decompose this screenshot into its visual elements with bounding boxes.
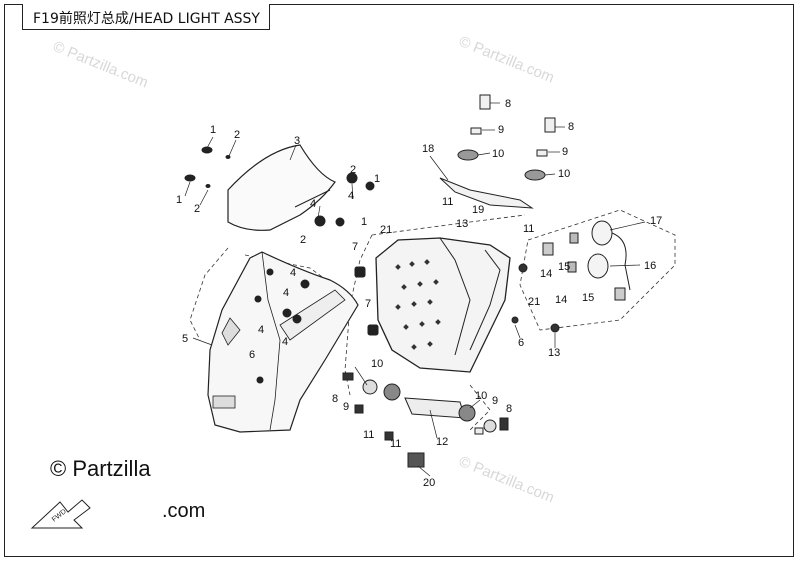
callout-14b: 14: [555, 294, 567, 306]
callout-13a: 13: [456, 218, 468, 230]
callout-1d: 1: [361, 216, 367, 228]
outline-left: [189, 247, 229, 341]
callout-4a: 4: [348, 190, 354, 202]
callout-10a: 10: [492, 148, 504, 160]
callout-21a: 21: [380, 224, 392, 236]
callout-17: 17: [650, 215, 662, 227]
callout-7b: 7: [365, 298, 371, 310]
outline-bracket: [469, 384, 491, 431]
callout-9d: 9: [492, 395, 498, 407]
callout-1c: 1: [374, 173, 380, 185]
callout-4f: 4: [282, 336, 288, 348]
diagram-frame: [4, 4, 794, 557]
callout-16: 16: [644, 260, 656, 272]
bulb-16b: [587, 253, 609, 279]
callout-15b: 15: [582, 292, 594, 304]
brand-logo-line1: © Partzilla: [50, 456, 151, 481]
callout-5: 5: [182, 333, 188, 345]
callout-9b: 9: [562, 146, 568, 158]
outline-lamp-top: [371, 214, 526, 236]
callout-19: 19: [472, 204, 484, 216]
screw-1a: [201, 146, 213, 154]
lamp-lens-pattern: [395, 259, 441, 350]
callout-2b: 2: [194, 203, 200, 215]
lower-fasteners: [342, 263, 560, 468]
watermark-2: © Partzilla.com: [457, 33, 557, 87]
clip-7a: [354, 266, 366, 278]
leader-lines: [184, 102, 646, 477]
bracket-part: [439, 177, 534, 209]
bulb-16a: [591, 220, 613, 246]
fwd-arrow-icon: FWD: [30, 499, 91, 529]
callout-20: 20: [423, 477, 435, 489]
callout-9c: 9: [343, 401, 349, 413]
callout-6b: 6: [518, 337, 524, 349]
callout-1b: 1: [176, 194, 182, 206]
callout-4c: 4: [290, 267, 296, 279]
title-box: F19前照灯总成/HEAD LIGHT ASSY: [22, 4, 270, 30]
callout-12: 12: [436, 436, 448, 448]
callout-11a: 11: [442, 196, 453, 208]
grommet-4b: [314, 215, 326, 227]
callout-7a: 7: [352, 241, 358, 253]
headlight-lamp-part: [375, 237, 511, 373]
callout-9a: 9: [498, 124, 504, 136]
callout-2c: 2: [350, 164, 356, 176]
callout-10b: 10: [558, 168, 570, 180]
callout-18: 18: [422, 143, 434, 155]
callout-4b: 4: [310, 198, 316, 210]
callout-2: 2: [234, 129, 240, 141]
callout-10c: 10: [371, 358, 383, 370]
callout-4d: 4: [283, 287, 289, 299]
grommet-4a: [346, 172, 358, 184]
callout-2d: 2: [300, 234, 306, 246]
windscreen-part: [227, 144, 336, 231]
callout-1: 1: [210, 124, 216, 136]
callout-8b: 8: [568, 121, 574, 133]
callout-labels: 1 2 3 1 2 2 4 1 2 1 4 4 4 4 4 5 6 7 7 8 …: [176, 98, 662, 489]
top-bolts: [457, 94, 556, 181]
callout-8d: 8: [506, 403, 512, 415]
callout-3: 3: [294, 135, 300, 147]
callout-13b: 13: [548, 347, 560, 359]
outline-bulb-group: [519, 209, 676, 331]
fasteners: [184, 146, 379, 384]
callout-11c: 11: [363, 429, 374, 441]
headlight-cowl-part: [207, 251, 359, 433]
page-title: F19前照灯总成/HEAD LIGHT ASSY: [33, 11, 260, 27]
watermark-1: © Partzilla.com: [51, 38, 151, 92]
callout-10d: 10: [475, 390, 487, 402]
lower-bracket-part: [404, 397, 466, 419]
callout-6: 6: [249, 349, 255, 361]
callout-15a: 15: [558, 261, 570, 273]
callout-21b: 21: [528, 296, 540, 308]
callout-14a: 14: [540, 268, 552, 280]
bulbs: [542, 220, 631, 301]
watermark-3: © Partzilla.com: [457, 453, 557, 507]
callout-11d: 11: [390, 438, 401, 450]
callout-4e: 4: [258, 324, 264, 336]
clip-7b: [367, 324, 379, 336]
callout-11b: 11: [523, 223, 534, 235]
callout-8a: 8: [505, 98, 511, 110]
brand-logo-line2: .com: [162, 500, 206, 522]
screw-1b: [184, 174, 196, 182]
callout-8c: 8: [332, 393, 338, 405]
